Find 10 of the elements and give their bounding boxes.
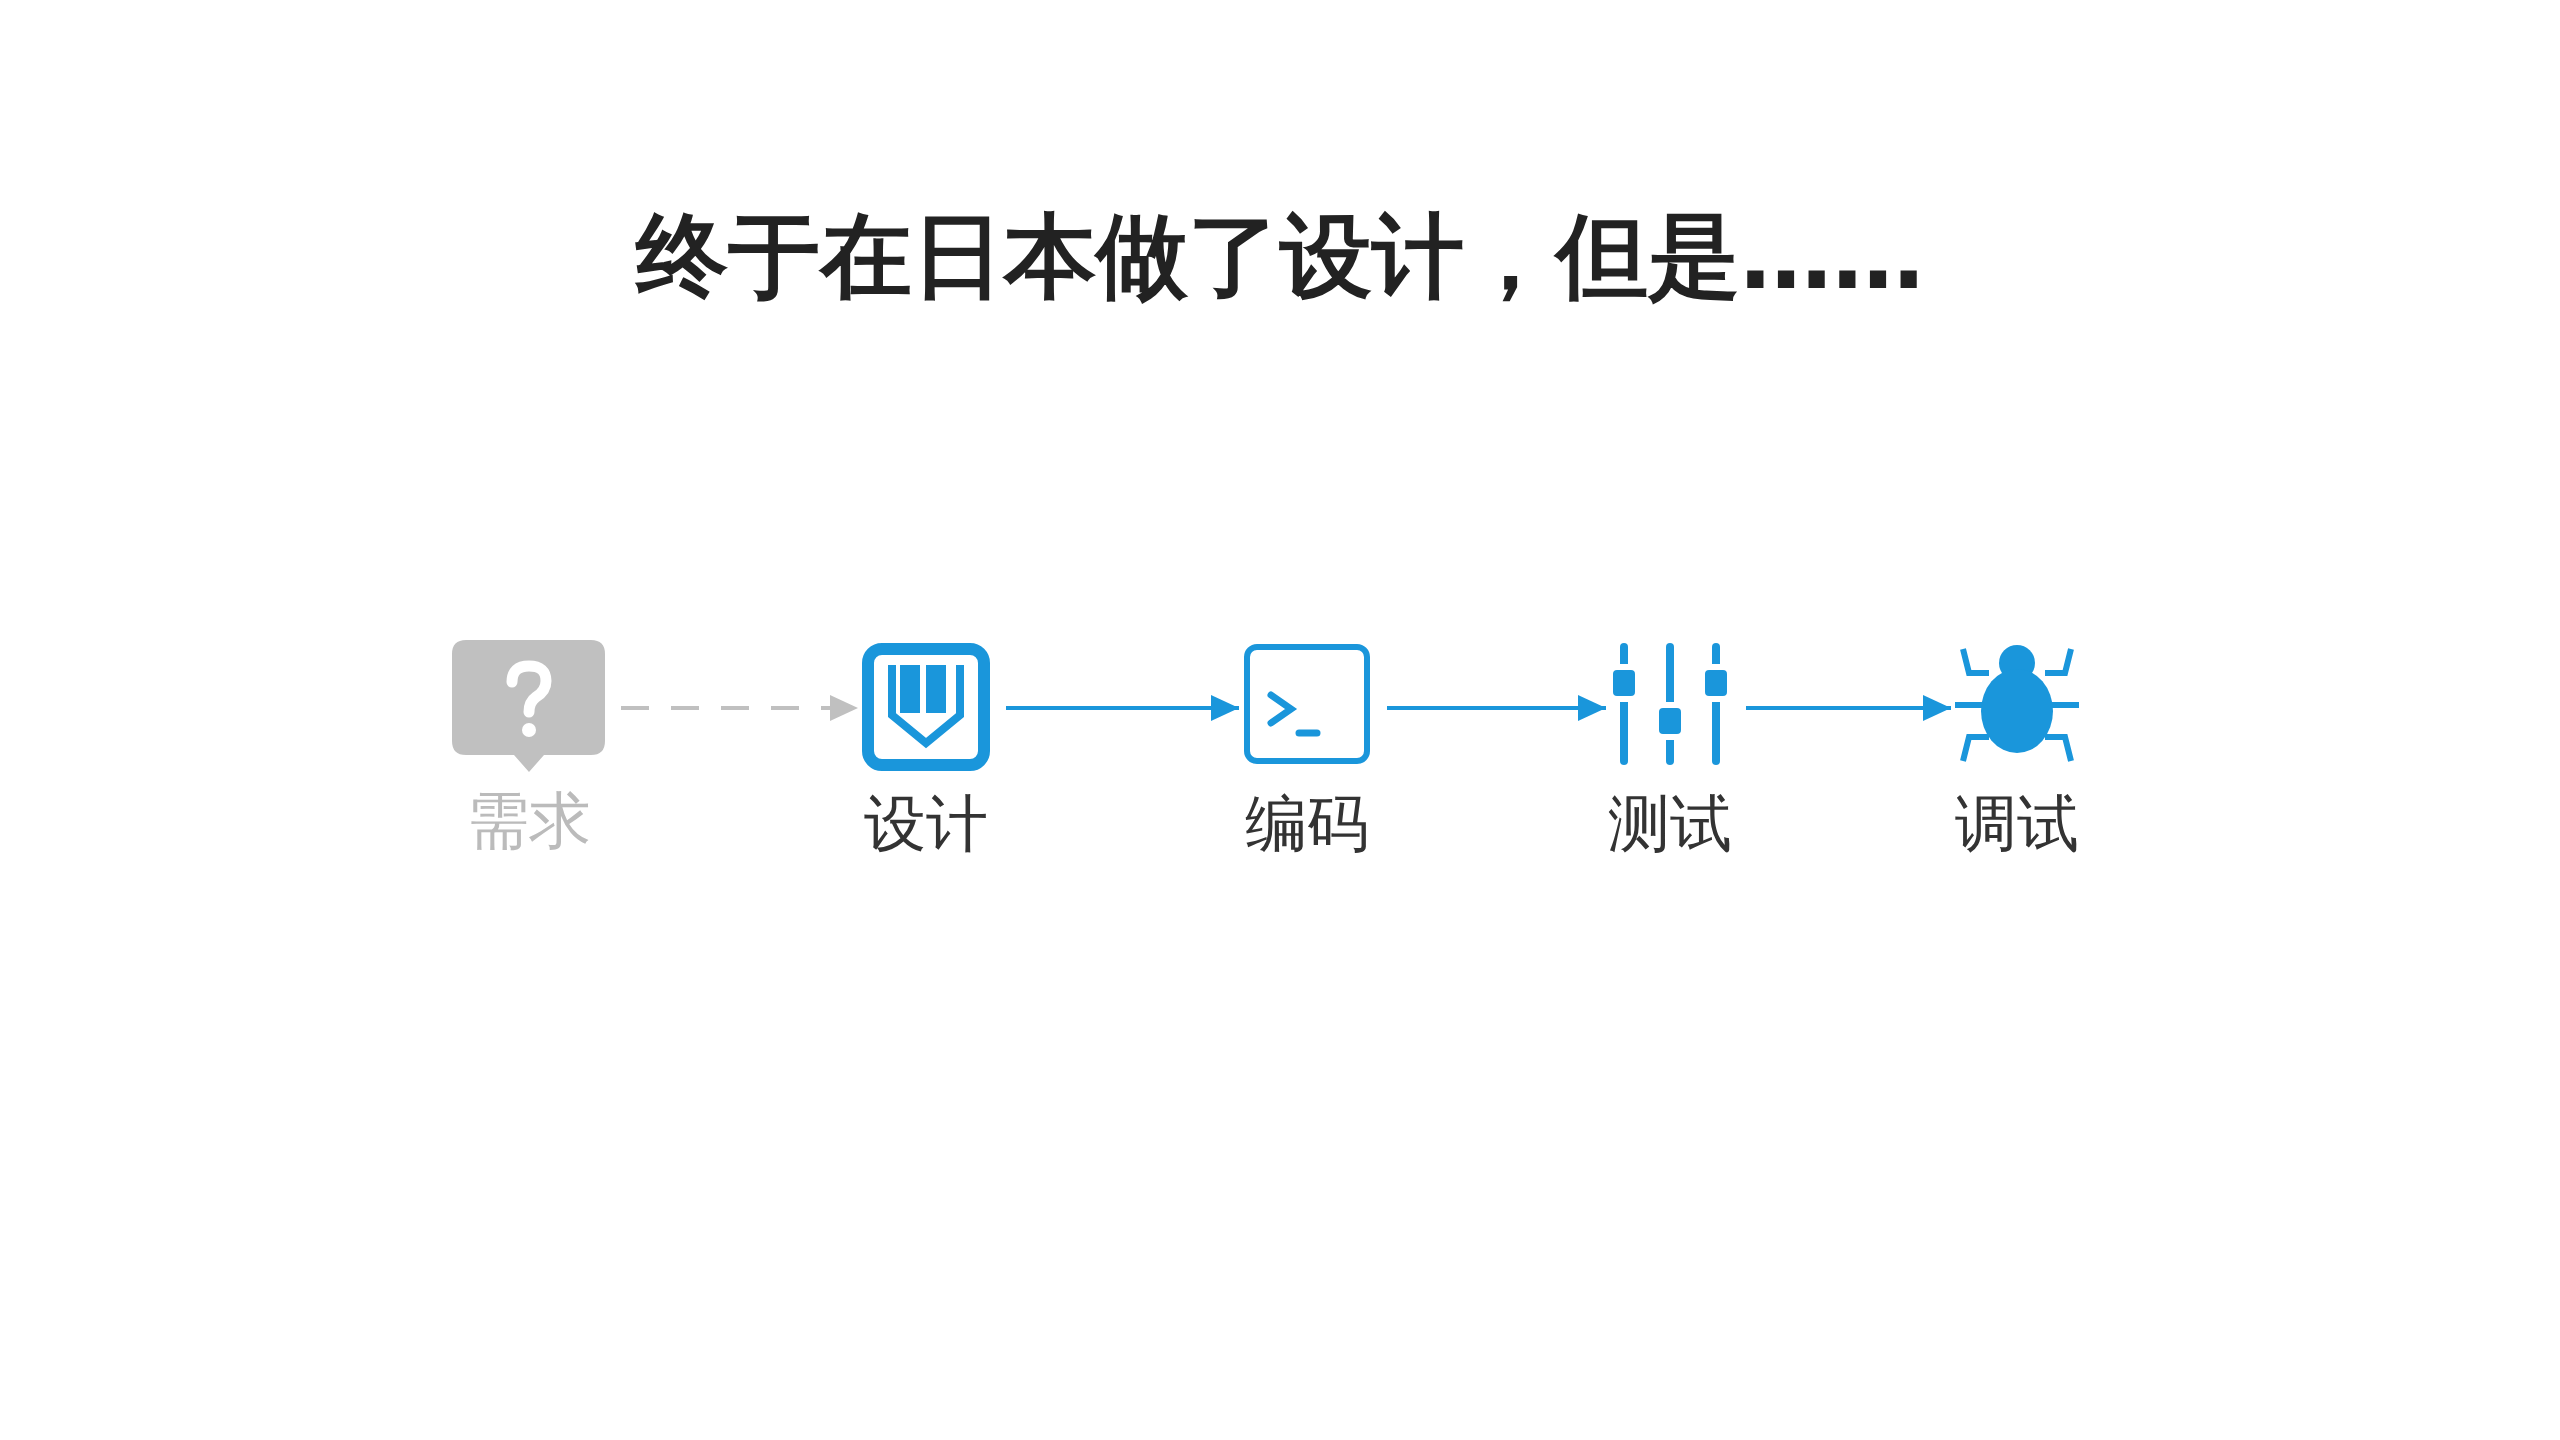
arrow <box>1746 695 1951 721</box>
step-label: 调试 <box>1955 788 2079 860</box>
step-label: 需求 <box>466 785 591 857</box>
arrow <box>1006 695 1239 721</box>
arrow <box>621 695 858 721</box>
arrow <box>1387 695 1606 721</box>
title: 终于在日本做了设计，但是…… <box>636 202 1924 312</box>
step-label: 设计 <box>864 788 988 860</box>
step-label: 编码 <box>1245 788 1369 860</box>
step-label: 测试 <box>1608 788 1732 860</box>
